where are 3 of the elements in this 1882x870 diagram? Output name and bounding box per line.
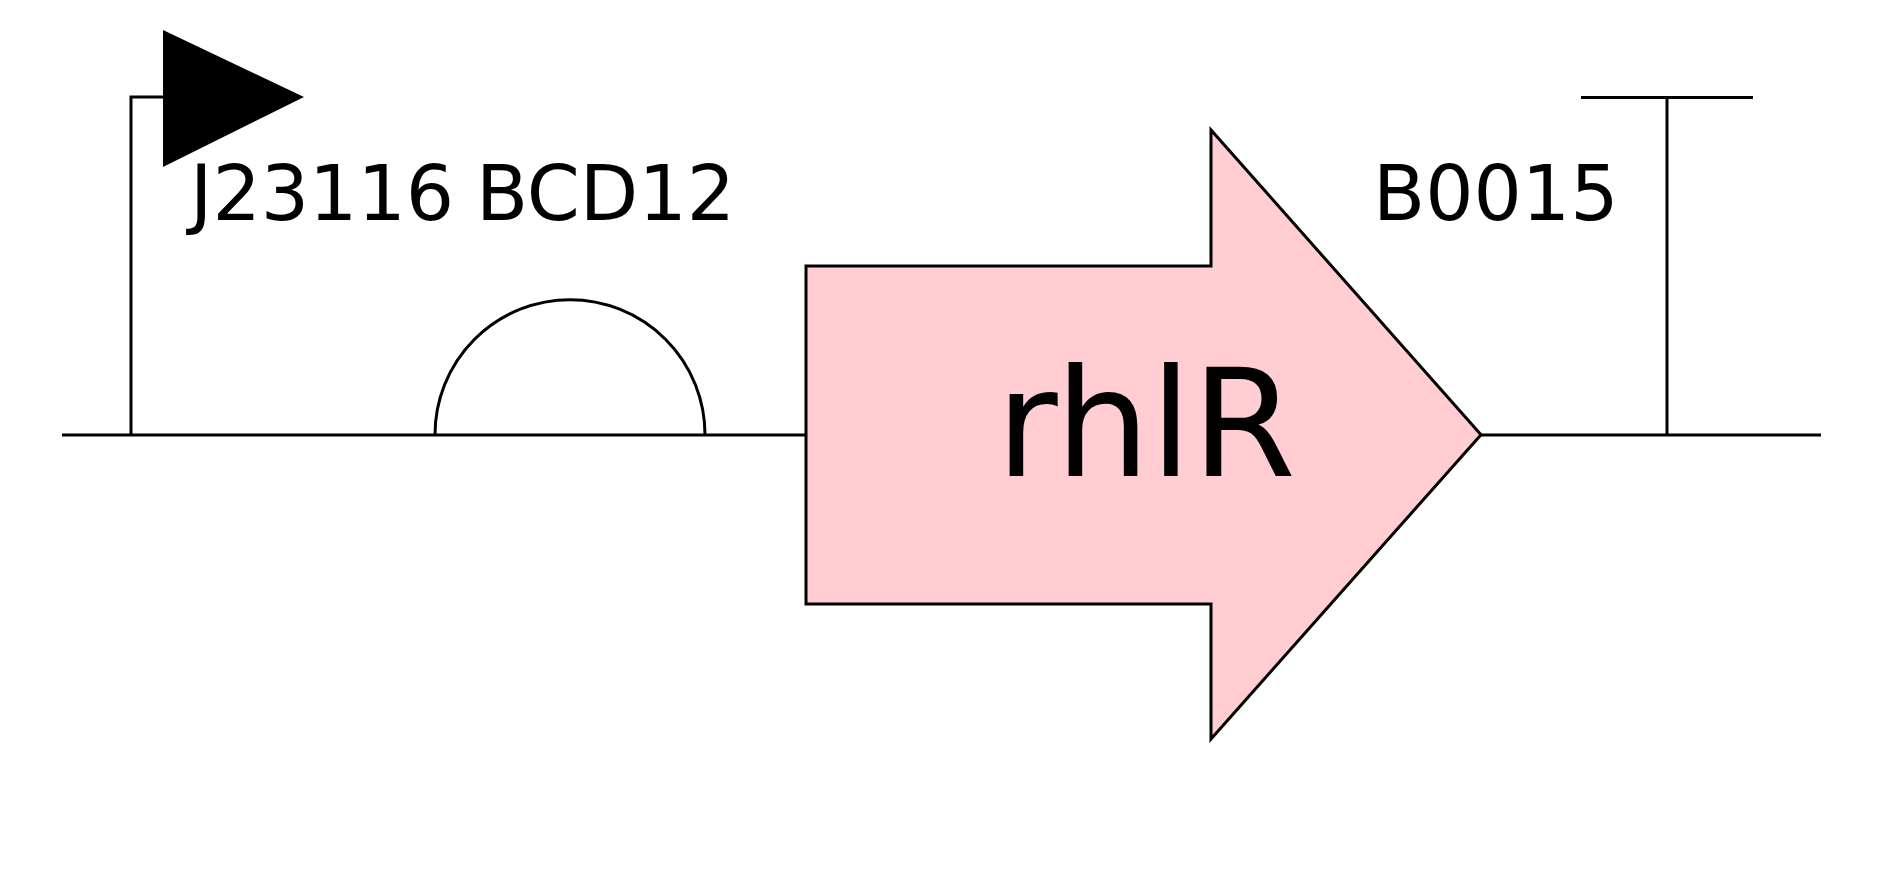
part-label: BCD12 xyxy=(476,156,736,232)
gene-name: rhlR xyxy=(996,349,1296,499)
part-label: B0015 xyxy=(1373,156,1619,232)
